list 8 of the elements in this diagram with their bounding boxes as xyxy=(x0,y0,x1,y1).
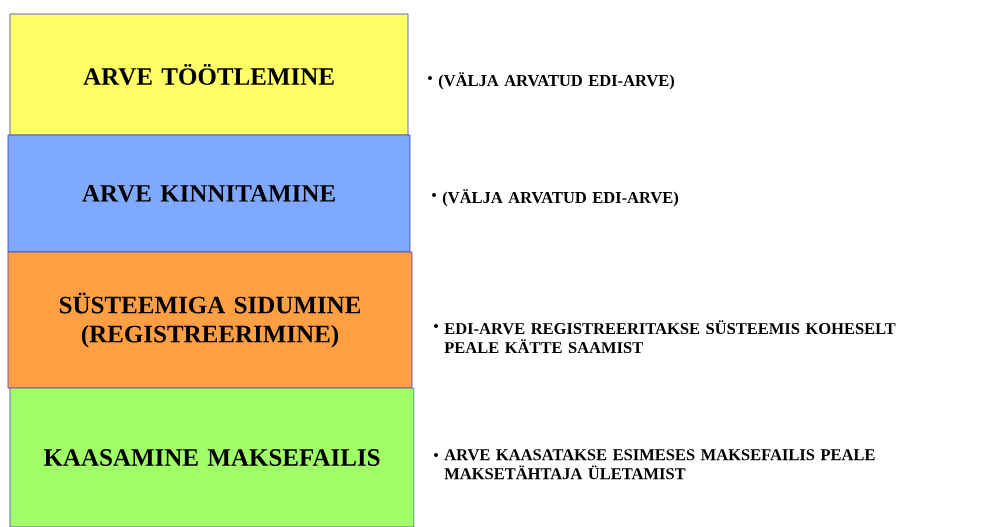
stage-box: KAASAMINE MAKSEFAILIS xyxy=(9,387,415,527)
note-text: ARVE KAASATAKSE ESIMESES MAKSEFAILIS PEALE MAKSETÄHTAJA ÜLETAMIST xyxy=(444,449,875,480)
stage-box: SÜSTEEMIGA SIDUMINE (REGISTREERIMINE) xyxy=(7,251,413,389)
stage-box: ARVE KINNITAMINE xyxy=(7,134,411,253)
note-text: (VÄLJA ARVATUD EDI-ARVE) xyxy=(442,189,679,207)
note-text: (VÄLJA ARVATUD EDI-ARVE) xyxy=(438,72,675,90)
stage-box: ARVE TÖÖTLEMINE xyxy=(9,13,409,136)
note-text: EDI-ARVE REGISTREERITAKSE SÜSTEEMIS KOHESELT PEALE KÄTTE SAAMIST xyxy=(444,320,896,354)
